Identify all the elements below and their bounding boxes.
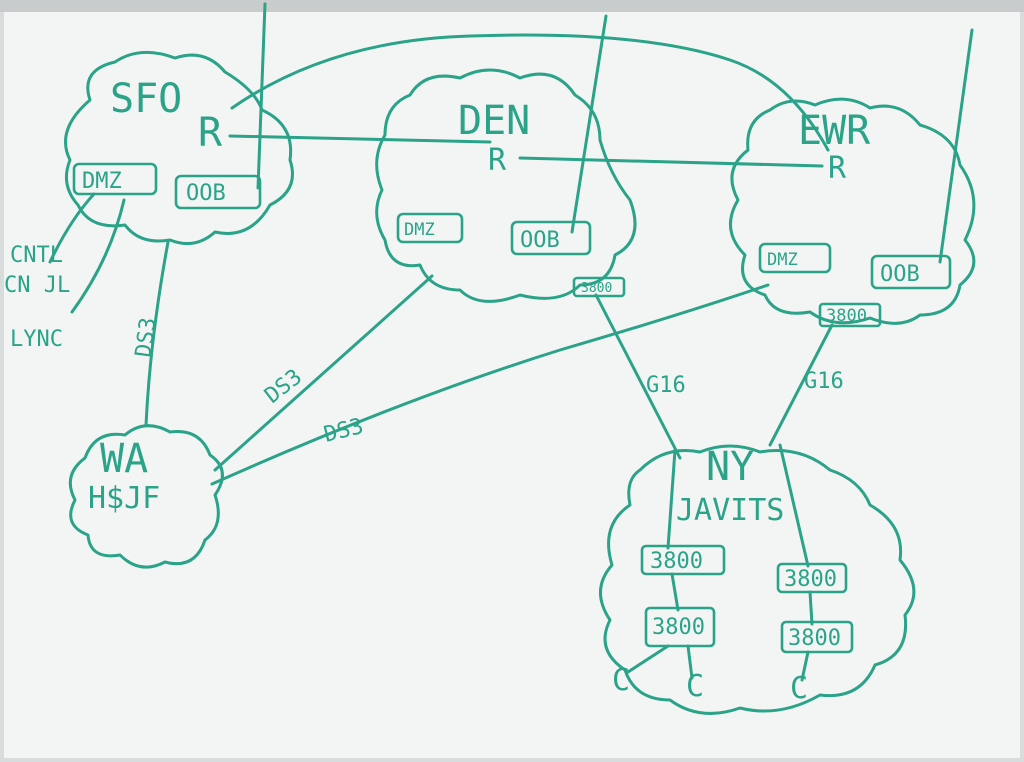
- ewr-router-label: R: [828, 151, 847, 186]
- den-ewr-router-link: [518, 156, 824, 168]
- den-router-label: R: [488, 143, 507, 178]
- sfo-dmz-box: [72, 162, 158, 196]
- sfo-den-router-link: [228, 134, 492, 144]
- wa-ewr-ds3-link: [210, 283, 770, 486]
- sfo-client-cnjl: CN JL: [4, 273, 70, 298]
- ewr-oob-label: OOB: [880, 262, 920, 287]
- sfo-wa-ds3-link: [144, 240, 170, 427]
- den-cloud: [375, 68, 637, 303]
- sfo-site-label: SFO: [110, 76, 182, 122]
- ny-3800-switch-box-4: [780, 620, 854, 654]
- ny-left-client-link-a: [626, 644, 670, 674]
- sfo-cloud: [64, 50, 294, 246]
- ny-client-label-2: C: [686, 669, 704, 704]
- den-3800-switch-label: 3800: [581, 281, 612, 296]
- whiteboard-top-frame: [0, 0, 1024, 12]
- ewr-site-label: EWR: [798, 108, 871, 154]
- ny-3800-switch-box-1: [640, 544, 726, 576]
- wa-cloud: [68, 424, 224, 569]
- whiteboard-surface: [4, 6, 1020, 758]
- sfo-oob-label: OOB: [186, 181, 226, 206]
- ny-3800-switch-label-1: 3800: [650, 549, 703, 574]
- ewr-oob-uplink: [938, 28, 974, 264]
- ny-site-sublabel: JAVITS: [676, 493, 784, 528]
- sfo-ewr-arc-link: [230, 33, 830, 152]
- wa-den-ds3-link: [213, 274, 434, 472]
- ny-cloud: [599, 444, 916, 715]
- ny-right-trunk: [778, 443, 810, 568]
- den-oob-box: [510, 220, 592, 256]
- sfo-router-label: R: [198, 110, 223, 156]
- sfo-client-cntl: CNTL: [10, 243, 63, 268]
- sfo-dmz-label: DMZ: [82, 169, 122, 194]
- ny-3800-switch-box-3: [776, 562, 848, 594]
- ewr-dmz-box: [758, 242, 832, 274]
- ewr-ny-link-label: G16: [804, 369, 844, 394]
- den-dmz-label: DMZ: [404, 220, 435, 240]
- ewr-oob-box: [870, 254, 952, 290]
- sfo-wa-link-label: DS3: [131, 316, 161, 359]
- ny-left-trunk: [666, 448, 677, 550]
- ny-left-client-link-b: [686, 644, 694, 680]
- ny-3800-switch-label-2: 3800: [652, 615, 705, 640]
- ny-3800-switch-label-3: 3800: [784, 567, 837, 592]
- ewr-3800-switch-box: [818, 302, 882, 328]
- ny-left-stack-link: [670, 572, 680, 612]
- sfo-oob-uplink: [256, 2, 267, 190]
- ny-client-label-3: C: [790, 671, 808, 706]
- den-ny-g16-link: [594, 293, 682, 460]
- ny-3800-switch-box-2: [644, 606, 716, 648]
- den-dmz-box: [396, 212, 464, 244]
- wa-site-sublabel: H$JF: [88, 481, 160, 516]
- ny-site-label: NY: [706, 444, 754, 490]
- sfo-client-lync: LYNC: [10, 327, 63, 352]
- sfo-oob-box: [174, 174, 262, 210]
- ewr-3800-switch-label: 3800: [826, 306, 867, 326]
- den-ny-link-label: G16: [646, 373, 686, 398]
- sfo-dmz-cntl-link: [48, 192, 96, 264]
- wa-site-label: WA: [100, 436, 148, 482]
- ewr-dmz-label: DMZ: [767, 250, 798, 270]
- ewr-ny-g16-link: [768, 323, 834, 447]
- den-site-label: DEN: [458, 98, 530, 144]
- ny-3800-switch-label-4: 3800: [788, 626, 841, 651]
- den-oob-uplink: [570, 14, 608, 234]
- sfo-dmz-lync-link: [70, 198, 126, 314]
- den-oob-label: OOB: [520, 228, 560, 253]
- ewr-cloud: [728, 97, 976, 325]
- ny-client-label-1: C: [612, 663, 630, 698]
- ny-right-stack-link: [808, 590, 814, 626]
- ny-right-client-link: [800, 650, 810, 682]
- den-3800-switch-box: [572, 276, 626, 298]
